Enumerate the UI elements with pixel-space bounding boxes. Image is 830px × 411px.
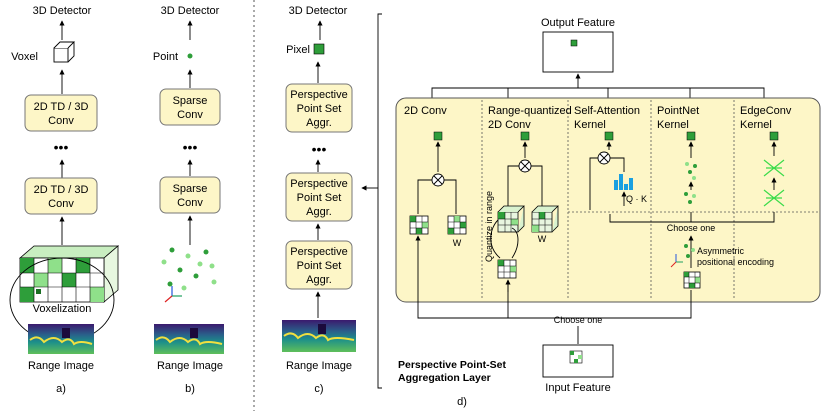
col-ec-title-1: EdgeConv <box>740 105 792 117</box>
ellipsis-b: ••• <box>183 139 198 155</box>
panel-b-box2-line1: Sparse <box>173 183 208 195</box>
panel-d: Output Feature 2D Conv Range-quantized 2… <box>395 17 821 408</box>
panel-a-top-label: 3D Detector <box>33 5 92 17</box>
input-grid-icon-pn <box>683 271 701 289</box>
choose-one-bottom-label: Choose one <box>554 315 603 325</box>
point-label: Point <box>153 51 178 63</box>
range-image-a-label: Range Image <box>28 360 94 372</box>
edgeconv-kernel <box>763 131 785 207</box>
weight-label-2: W <box>538 234 547 244</box>
caption-d: d) <box>457 396 467 408</box>
caption-a: a) <box>56 383 66 395</box>
output-connector <box>431 87 765 100</box>
panel-a-box1-line1: 2D TD / 3D <box>34 101 89 113</box>
panel-b-box1-line2: Conv <box>177 109 203 121</box>
panel-c-psa-box-3 <box>285 240 353 290</box>
layer-title-line2: Aggregation Layer <box>398 372 491 384</box>
range-image-b <box>154 324 224 354</box>
pointnet-kernel <box>684 131 697 204</box>
panel-b-box1-line1: Sparse <box>173 95 208 107</box>
voxel-cube-icon <box>53 41 76 63</box>
panel-c-box2-line3: Aggr. <box>306 206 332 218</box>
voxel-grid-icon <box>18 245 120 303</box>
panel-a-box2-line1: 2D TD / 3D <box>34 184 89 196</box>
panel-b: 3D Detector Point Sparse Conv ••• Sparse… <box>153 5 224 395</box>
range-image-c <box>282 320 356 352</box>
point-icon <box>187 53 193 59</box>
output-pixel-icon <box>570 39 578 47</box>
panel-a: 3D Detector Voxel 2D TD / 3D Conv ••• 2D… <box>9 5 120 395</box>
point-cloud-icon <box>161 247 217 303</box>
panel-c-psa-box-1 <box>285 83 353 133</box>
panel-c-top-label: 3D Detector <box>289 5 348 17</box>
output-feature-box <box>542 31 614 73</box>
pixel-icon <box>313 43 325 55</box>
panel-c: 3D Detector Pixel Perspective Point Set … <box>282 5 382 395</box>
panel-c-box3-line1: Perspective <box>290 246 347 258</box>
panel-a-conv-box-bottom <box>24 177 98 215</box>
col-rq-title-2: 2D Conv <box>488 119 531 131</box>
choose-one-top-label: Choose one <box>667 223 716 233</box>
panel-b-top-label: 3D Detector <box>161 5 220 17</box>
range-quantized-kernel: W Quantize in range <box>484 131 559 279</box>
range-image-b-label: Range Image <box>157 360 223 372</box>
panel-a-box2-line2: Conv <box>48 198 74 210</box>
asym-label-1: Asymmetric <box>697 246 744 256</box>
ellipsis-a: ••• <box>54 139 69 155</box>
zoom-bracket <box>377 13 382 389</box>
panel-b-sparse-box-top <box>159 88 221 126</box>
aggregation-layer-box <box>395 97 821 303</box>
self-attention-kernel: Q · K <box>589 131 647 210</box>
output-feature-label: Output Feature <box>541 17 615 29</box>
col-sa-title-1: Self-Attention <box>574 105 640 117</box>
panel-c-box3-line2: Point Set <box>297 260 342 272</box>
col-sa-title-2: Kernel <box>574 119 606 131</box>
panel-c-box2-line1: Perspective <box>290 178 347 190</box>
panel-a-box1-line2: Conv <box>48 115 74 127</box>
voxel-label: Voxel <box>11 51 38 63</box>
weight-label-1: W <box>453 238 462 248</box>
caption-b: b) <box>185 383 195 395</box>
pixel-label: Pixel <box>286 44 310 56</box>
input-feature-label: Input Feature <box>545 382 610 394</box>
ellipsis-c: ••• <box>312 141 327 157</box>
panel-c-box3-line3: Aggr. <box>306 274 332 286</box>
input-grid-icon <box>569 350 583 364</box>
panel-b-box2-line2: Conv <box>177 197 203 209</box>
quantize-label: Quantize in range <box>484 191 494 262</box>
positional-encoding-icon <box>670 244 695 268</box>
conv2d-kernel: W <box>409 131 467 248</box>
panel-b-sparse-box-bottom <box>159 176 221 214</box>
col-rq-title-1: Range-quantized <box>488 105 572 117</box>
layer-title-line1: Perspective Point-Set <box>398 359 506 371</box>
caption-c: c) <box>314 383 323 395</box>
col-ec-title-2: Kernel <box>740 119 772 131</box>
range-image-c-label: Range Image <box>286 360 352 372</box>
asym-label-2: positional encoding <box>697 257 774 267</box>
col-pn-title-2: Kernel <box>657 119 689 131</box>
panel-c-box1-line3: Aggr. <box>306 117 332 129</box>
range-image-a <box>28 324 94 354</box>
panel-c-box1-line2: Point Set <box>297 103 342 115</box>
col-2dconv-title: 2D Conv <box>404 105 447 117</box>
qk-label: Q · K <box>626 194 647 204</box>
col-pn-title-1: PointNet <box>657 105 699 117</box>
panel-c-box1-line1: Perspective <box>290 89 347 101</box>
voxelization-label: Voxelization <box>33 303 92 315</box>
panel-c-box2-line2: Point Set <box>297 192 342 204</box>
panel-c-psa-box-2 <box>285 172 353 222</box>
panel-a-conv-box-top <box>24 94 98 132</box>
attention-bars-icon <box>614 174 633 190</box>
